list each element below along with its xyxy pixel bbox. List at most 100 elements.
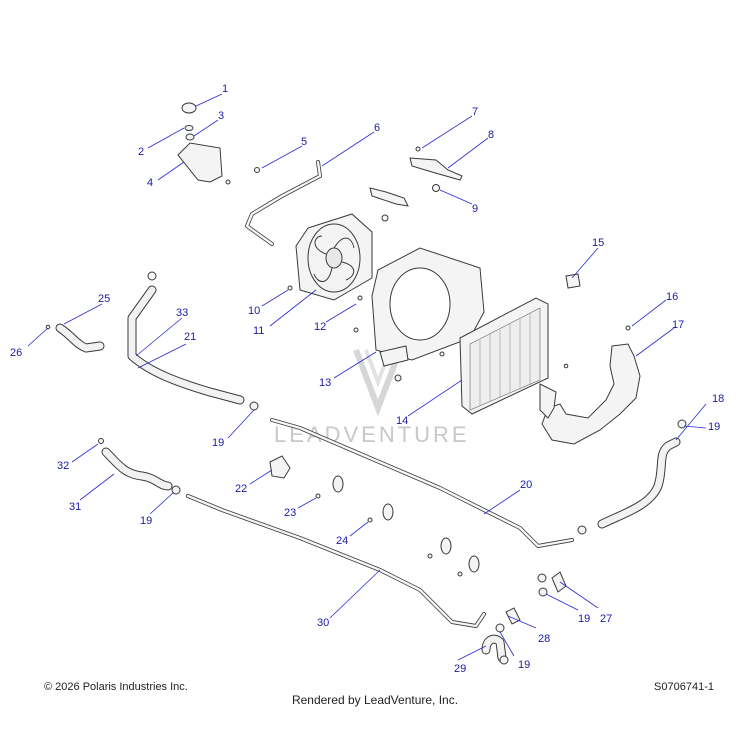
rendered-by-notice: Rendered by LeadVenture, Inc.: [291, 693, 459, 707]
callout-23: 23: [284, 507, 296, 519]
callout-16: 16: [666, 291, 678, 303]
callout-labels: 1 2 3 4 5 6 7 8 9 10 11 12 13 14 15 16 1…: [10, 83, 724, 675]
callout-20: 20: [520, 479, 532, 491]
callout-9: 9: [472, 203, 478, 215]
hose-25: [45, 323, 105, 353]
bracket-assembly: [369, 146, 463, 222]
leader-lines: [27, 93, 707, 661]
clamp-19-part: [538, 587, 548, 597]
fitting-22-part: [269, 455, 291, 479]
callout-18: 18: [712, 393, 724, 405]
hose-18: [597, 419, 687, 529]
screw-24-part: [367, 517, 373, 523]
cooling-fan-assembly: [287, 213, 373, 301]
reservoir-cap-part: [181, 102, 197, 114]
tube-20: [270, 418, 587, 548]
callout-19-right: 19: [708, 421, 720, 433]
callout-22: 22: [235, 483, 247, 495]
side-panel-part: [541, 343, 641, 445]
callout-31: 31: [69, 501, 81, 513]
callout-19-lower-left: 19: [140, 515, 152, 527]
tube-clip-part: [254, 167, 260, 173]
reservoir-neck-part: [185, 133, 195, 141]
callout-6: 6: [374, 122, 380, 134]
leadventure-watermark: LEADVENTURE: [274, 348, 470, 447]
radiator-assembly: [394, 297, 549, 415]
callout-26: 26: [10, 347, 22, 359]
bracket-nut-part: [432, 184, 440, 192]
callout-15: 15: [592, 237, 604, 249]
hose-31-fitting-part: [98, 438, 104, 444]
clip-23-part: [332, 475, 344, 493]
small-bracket: [565, 273, 581, 289]
fan-screw-part: [287, 285, 293, 291]
callout-5: 5: [301, 136, 307, 148]
panel-rivet-part: [563, 363, 569, 369]
shroud-clip-part: [357, 295, 363, 301]
hose-25-fitting-part: [45, 324, 51, 330]
hose-33-clamp-part: [147, 271, 157, 281]
panel-screw-part: [625, 325, 631, 331]
callout-19-bottom: 19: [518, 659, 530, 671]
fan-hub-part: [325, 247, 343, 269]
o-ring-part: [184, 125, 194, 131]
mount-strip-part: [369, 187, 409, 207]
callout-30: 30: [317, 617, 329, 629]
hose-18-clamp-part: [677, 419, 687, 429]
callout-4: 4: [147, 177, 153, 189]
small-bracket-part: [565, 273, 581, 289]
bracket-part: [409, 157, 463, 181]
radiator-shroud-assembly: [353, 247, 485, 367]
hose-29: [481, 634, 509, 665]
coolant-reservoir-part: [177, 142, 223, 183]
screw-a-part: [427, 553, 433, 559]
fan-ring-part: [307, 223, 361, 293]
bracket-screw-part: [415, 146, 421, 152]
tube-30-part: [186, 494, 486, 628]
screw-23-part: [315, 493, 321, 499]
coolant-reservoir-assembly: [177, 102, 231, 185]
diagram-code: S0706741-1: [654, 681, 714, 693]
clip-a-part: [440, 537, 452, 555]
callout-8: 8: [488, 129, 494, 141]
callout-3: 3: [218, 110, 224, 122]
callout-24: 24: [336, 535, 348, 547]
hose-33-21: [127, 271, 259, 411]
callout-27: 27: [600, 613, 612, 625]
fitting-27-part: [551, 571, 567, 593]
callout-14: 14: [396, 415, 408, 427]
callout-1: 1: [222, 83, 228, 95]
callout-25: 25: [98, 293, 110, 305]
panel-tab-part: [539, 383, 557, 419]
callout-28: 28: [538, 633, 550, 645]
clamp-28-part: [495, 623, 505, 633]
radiator-clip-part: [439, 351, 445, 357]
reservoir-screw-part: [225, 179, 231, 185]
callout-21: 21: [184, 331, 196, 343]
radiator-bushing-part: [394, 374, 402, 382]
screw-b-part: [457, 571, 463, 577]
callout-12: 12: [314, 321, 326, 333]
watermark-text: LEADVENTURE: [274, 422, 470, 447]
callout-17: 17: [672, 319, 684, 331]
callout-2: 2: [138, 146, 144, 158]
callout-7: 7: [472, 106, 478, 118]
overflow-tube-assembly: [245, 160, 322, 246]
callout-11: 11: [253, 325, 264, 337]
clip-24-part: [382, 503, 394, 521]
callout-29: 29: [454, 663, 466, 675]
callout-10: 10: [248, 305, 260, 317]
callout-33: 33: [176, 307, 188, 319]
shroud-clip-lower-part: [353, 327, 359, 333]
callout-19-bottom-right: 19: [578, 613, 590, 625]
hose-21-clamp-part: [249, 401, 259, 411]
hose-29-clamp-part: [499, 655, 509, 665]
callout-13: 13: [319, 377, 331, 389]
copyright-notice: © 2026 Polaris Industries Inc.: [44, 681, 188, 693]
clamp-27-part: [537, 573, 547, 583]
shroud-tab-part: [379, 345, 409, 367]
hose-31: [98, 438, 181, 495]
tube-30: [186, 494, 486, 628]
mount-grommet-part: [381, 214, 389, 222]
